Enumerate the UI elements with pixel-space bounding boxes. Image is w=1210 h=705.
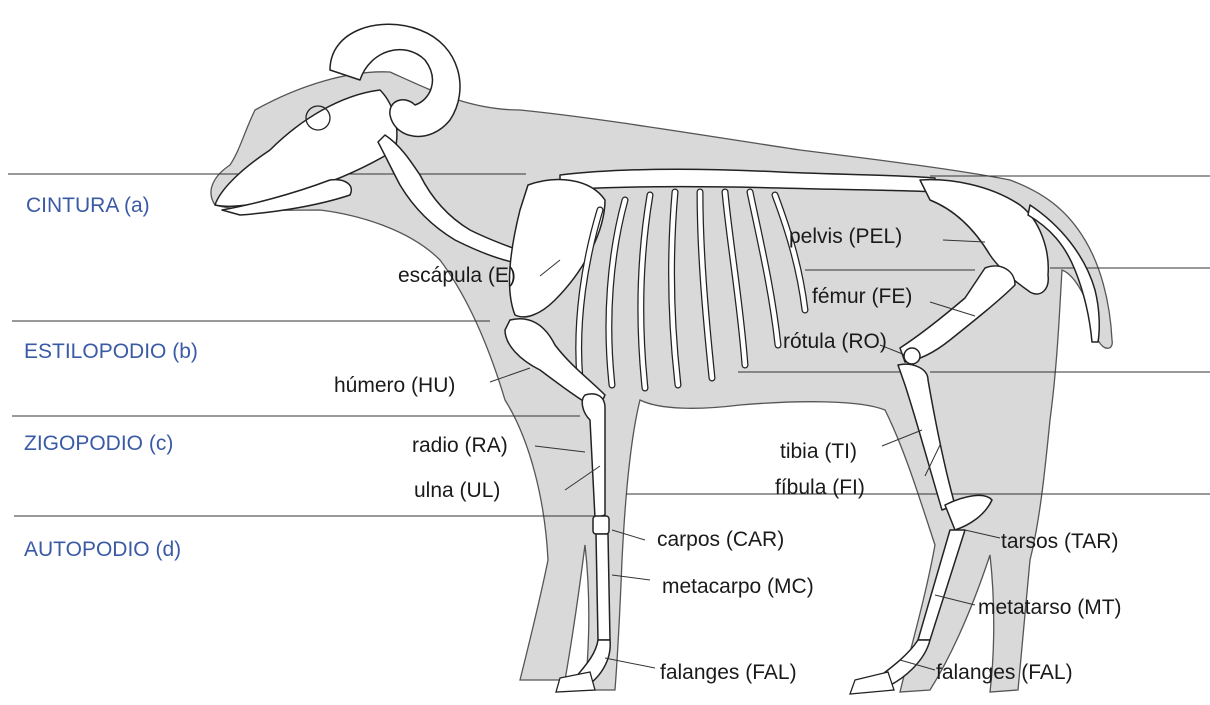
patella-bone (904, 348, 920, 364)
label-falanges-front: falanges (FAL) (660, 661, 797, 684)
region-label-estilopodio: ESTILOPODIO (b) (24, 340, 198, 363)
metacarpal-bone (596, 534, 610, 640)
label-pelvis: pelvis (PEL) (789, 225, 902, 248)
region-label-zigopodio: ZIGOPODIO (c) (24, 432, 173, 455)
label-fibula: fíbula (FI) (775, 476, 865, 499)
region-label-cintura: CINTURA (a) (26, 194, 150, 217)
label-humero: húmero (HU) (334, 374, 455, 397)
label-falanges-hind: falanges (FAL) (936, 661, 1073, 684)
label-carpos: carpos (CAR) (657, 528, 784, 551)
label-femur: fémur (FE) (812, 285, 912, 308)
region-label-autopodio: AUTOPODIO (d) (24, 538, 181, 561)
carpal-bones (593, 516, 609, 534)
hind-hoof (850, 672, 894, 694)
label-tarsos: tarsos (TAR) (1001, 530, 1118, 553)
label-rotula: rótula (RO) (783, 330, 887, 353)
label-radio: radio (RA) (412, 434, 508, 457)
label-metacarpo: metacarpo (MC) (662, 575, 814, 598)
label-tibia: tibia (TI) (780, 440, 857, 463)
label-metatarso: metatarso (MT) (978, 596, 1122, 619)
label-ulna: ulna (UL) (414, 479, 500, 502)
label-escapula: escápula (E) (398, 264, 516, 287)
